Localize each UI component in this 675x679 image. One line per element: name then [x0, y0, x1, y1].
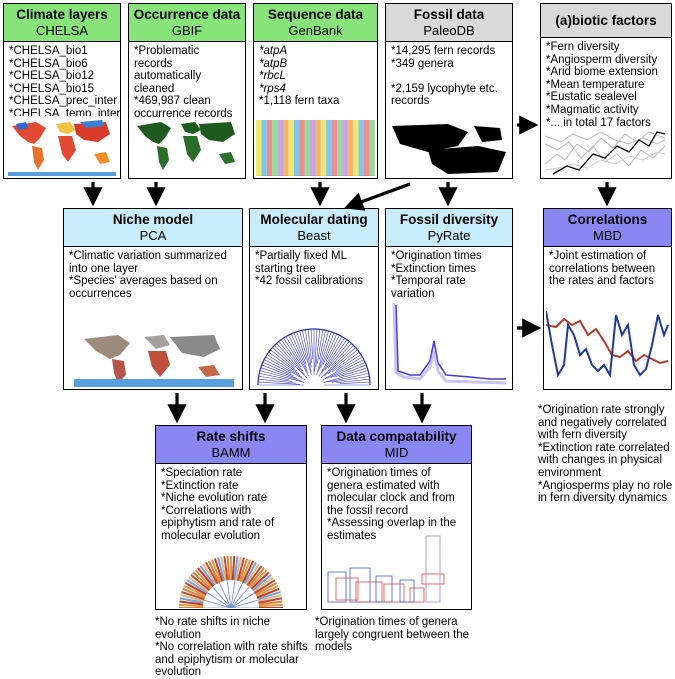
molecular-dating-header: Molecular dating Beast [250, 209, 378, 247]
data-compatability-text: *Origination times of genera estimated w… [327, 467, 457, 542]
rate-shifts-text: *Speciation rate *Extinction rate *Niche… [161, 467, 275, 542]
climate-layers-subtitle: CHELSA [35, 23, 89, 38]
correlations-text: *Joint estimation of correlations betwee… [549, 250, 656, 288]
climate-layers-text: *CHELSA_bio1 *CHELSA_bio6 *CHELSA_bio12 … [4, 42, 120, 124]
abiotic-factors-box: (a)biotic factors *Fern diversity *Angio… [540, 3, 672, 179]
fossil-data-text: *14,295 fern records *349 genera *2,159 … [391, 45, 498, 108]
sequence-data-box: Sequence data GenBank *atpA *atpB *rbcL … [253, 3, 378, 179]
molecular-dating-title: Molecular dating [260, 212, 368, 227]
niche-model-header: Niche model PCA [64, 209, 242, 247]
correlations-box: Correlations MBD *Joint estimation of co… [543, 208, 672, 390]
rate-shifts-box: Rate shifts BAMM *Speciation rate *Extin… [155, 425, 307, 610]
fossil-data-subtitle: PaleoDB [423, 23, 475, 38]
climate-layer-item: *CHELSA_bio12 [9, 70, 95, 83]
niche-model-box: Niche model PCA *Climatic variation summ… [63, 208, 243, 390]
gene-item: *atpB [259, 57, 288, 70]
fossil-diversity-box: Fossil diversity PyRate *Origination tim… [385, 208, 513, 390]
fossil-diversity-title: Fossil diversity [399, 212, 499, 227]
data-compatability-box: Data compatability MID *Origination time… [321, 425, 472, 610]
data-compatability-title: Data compatability [336, 429, 457, 444]
correlations-title: Correlations [567, 212, 648, 227]
rate-shifts-note: *No rate shifts in niche evolution *No c… [155, 616, 308, 679]
occurrence-data-title: Occurrence data [133, 7, 241, 22]
fossil-data-box: Fossil data PaleoDB *14,295 fern records… [385, 3, 513, 179]
climate-layer-item: *CHELSA_bio1 [9, 45, 88, 57]
climate-layer-item: *CHELSA_prec_inter [9, 95, 118, 108]
molecular-dating-box: Molecular dating Beast *Partially fixed … [249, 208, 379, 390]
paleo-map-image [392, 124, 506, 174]
sequence-data-subtitle: GenBank [288, 23, 343, 38]
fossil-diversity-subtitle: PyRate [427, 228, 471, 243]
occurrence-data-header: Occurrence data GBIF [129, 4, 245, 42]
rate-through-time-image [392, 302, 507, 385]
correlations-subtitle: MBD [593, 228, 622, 243]
correlations-note: *Origination rate strongly and negativel… [538, 404, 673, 505]
occurrence-data-box: Occurrence data GBIF *Problematic record… [128, 3, 246, 179]
abiotic-factors-title: (a)biotic factors [555, 13, 657, 28]
data-compatability-subtitle: MID [384, 445, 409, 460]
data-compatability-header: Data compatability MID [322, 426, 471, 464]
climate-layer-item: *CHELSA_bio6 [9, 57, 88, 70]
occurrence-data-text: *Problematic records automatically clean… [134, 45, 233, 120]
taxa-count: *1,118 fern taxa [259, 95, 340, 108]
correlation-curves-image [546, 310, 669, 379]
gene-item: *rbcL [259, 70, 286, 83]
arrow-fossil-to-dating [343, 182, 411, 211]
gene-item: *rps4 [259, 82, 286, 95]
sequence-data-text: *atpA *atpB *rbcL *rps4 *1,118 fern taxa [254, 42, 377, 111]
fossil-diversity-text: *Origination times *Extinction times *Te… [391, 250, 482, 300]
climate-layer-item: *CHELSA_bio15 [9, 82, 95, 95]
overlap-boxes-image [327, 535, 445, 603]
gene-item: *atpA [259, 45, 288, 57]
correlations-header: Correlations MBD [544, 209, 671, 247]
rate-shifts-header: Rate shifts BAMM [156, 426, 306, 464]
fossil-diversity-header: Fossil diversity PyRate [386, 209, 512, 247]
molecular-dating-subtitle: Beast [297, 228, 331, 243]
fossil-data-header: Fossil data PaleoDB [386, 4, 512, 42]
rate-shifts-title: Rate shifts [196, 429, 266, 444]
compat-note: *Origination times of genera largely con… [315, 616, 470, 654]
factor-curves-image [544, 131, 666, 175]
niche-map-image [74, 335, 234, 387]
climate-layers-box: Climate layers CHELSA *CHELSA_bio1 *CHEL… [3, 3, 121, 179]
abiotic-factors-text: *Fern diversity *Angiosperm diversity *A… [546, 41, 658, 129]
sequence-alignment-image [256, 120, 375, 176]
rate-shifts-subtitle: BAMM [211, 445, 251, 460]
climate-world-map-image [6, 116, 118, 176]
abiotic-factors-header: (a)biotic factors [541, 4, 671, 38]
climate-layers-title: Climate layers [16, 7, 108, 22]
niche-model-subtitle: PCA [139, 228, 167, 243]
molecular-dating-text: *Partially fixed ML starting tree *42 fo… [255, 250, 364, 288]
fossil-data-title: Fossil data [413, 7, 485, 22]
niche-model-title: Niche model [112, 212, 194, 227]
dated-phylogeny-image [257, 328, 371, 386]
niche-model-text: *Climatic variation summarized into one … [69, 250, 227, 300]
sequence-data-header: Sequence data GenBank [254, 4, 377, 42]
climate-layers-header: Climate layers CHELSA [4, 4, 120, 42]
bamm-tree-image [179, 556, 283, 608]
occurrence-data-subtitle: GBIF [171, 23, 203, 38]
sequence-data-title: Sequence data [267, 7, 364, 22]
occurrence-world-map-image [137, 122, 235, 170]
